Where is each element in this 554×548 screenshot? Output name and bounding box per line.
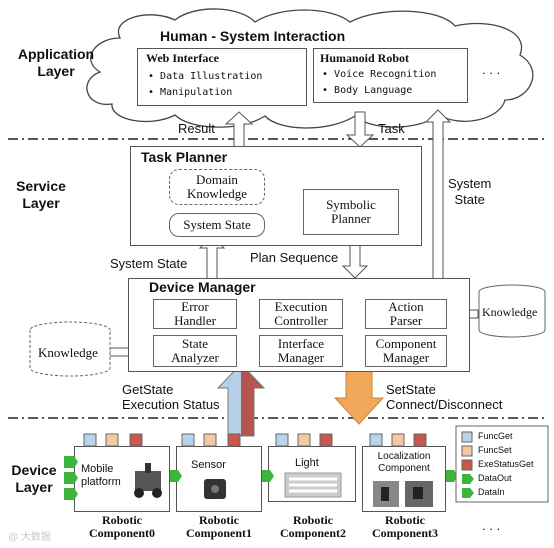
- web-interface-box: Web Interface • Data Illustration • Mani…: [137, 48, 307, 106]
- web-item-1: • Manipulation: [148, 87, 233, 98]
- legend-swatch-funcset: [461, 445, 473, 457]
- sensor-image: [204, 479, 226, 499]
- component3-ports: [369, 433, 458, 482]
- watermark: @ 大数据: [8, 532, 51, 543]
- legend-datain: DataIn: [478, 487, 505, 497]
- domain-knowledge-store: Domain Knowledge: [169, 169, 265, 205]
- components-more: . . .: [482, 518, 501, 533]
- component0-box: Mobile platform: [74, 446, 170, 512]
- getstate-label: GetState Execution Status: [122, 382, 220, 412]
- component2-inner-label: Light: [295, 457, 319, 469]
- component1-inner-label: Sensor: [191, 459, 226, 471]
- system-state-right-label: System State: [448, 176, 492, 207]
- device-layer-label: Device Layer: [11, 462, 57, 495]
- plan-sequence-label: Plan Sequence: [250, 250, 339, 265]
- state-analyzer-box: State Analyzer: [153, 335, 237, 367]
- task-planner-box: Task Planner Domain Knowledge System Sta…: [130, 146, 422, 246]
- cloud-more: . . .: [482, 62, 501, 77]
- cloud-title: Human - System Interaction: [160, 28, 346, 44]
- system-state-left-label: System State: [110, 256, 188, 271]
- knowledge-right-label: Knowledge: [482, 305, 538, 319]
- component0-ports: [64, 433, 182, 500]
- humanoid-robot-box: Humanoid Robot • Voice Recognition • Bod…: [313, 48, 468, 103]
- component3-inner-label: Localization Component: [377, 451, 431, 474]
- component3-box: Localization Component: [362, 446, 446, 512]
- action-parser-box: Action Parser: [365, 299, 447, 329]
- web-item-0: • Data Illustration: [148, 71, 263, 82]
- legend-dataout: DataOut: [478, 473, 512, 483]
- component1-ports: [181, 433, 274, 482]
- mobile-platform-image: [134, 463, 162, 498]
- legend-swatch-exestatusget: [461, 459, 473, 471]
- legend-swatch-dataout: [462, 474, 474, 484]
- system-state-up-arrow: [424, 109, 452, 283]
- application-layer-label: Application Layer: [17, 46, 95, 79]
- service-layer-label: Service Layer: [16, 178, 66, 211]
- interface-manager-box: Interface Manager: [259, 335, 343, 367]
- localization-image: [373, 481, 433, 507]
- robot-item-1: • Body Language: [322, 85, 413, 96]
- result-arrow: [224, 111, 254, 149]
- legend-swatch-funcget: [461, 431, 473, 443]
- component-manager-box: Component Manager: [365, 335, 447, 367]
- task-planner-title: Task Planner: [141, 149, 228, 165]
- legend-funcget: FuncGet: [478, 431, 513, 441]
- error-handler-box: Error Handler: [153, 299, 237, 329]
- device-manager-box: Device Manager Error Handler Execution C…: [128, 278, 470, 372]
- humanoid-robot-title: Humanoid Robot: [320, 51, 410, 65]
- task-arrow: [345, 111, 375, 148]
- knowledge-right-cylinder: [478, 284, 546, 338]
- symbolic-planner-box: Symbolic Planner: [303, 189, 399, 235]
- knowledge-left-cylinder: [29, 321, 111, 377]
- component1-box: Sensor: [176, 446, 262, 512]
- device-manager-title: Device Manager: [149, 279, 256, 295]
- knowledge-left-label: Knowledge: [38, 345, 98, 360]
- legend-swatch-datain: [462, 488, 474, 498]
- task-label: Task: [378, 121, 405, 136]
- light-image: [284, 472, 342, 498]
- component1-label: Robotic Component1: [185, 513, 252, 540]
- getstate-arrow: [216, 363, 266, 437]
- web-interface-title: Web Interface: [146, 51, 219, 65]
- robot-item-0: • Voice Recognition: [322, 69, 437, 80]
- component3-label: Robotic Component3: [371, 513, 438, 540]
- component0-label: Robotic Component0: [88, 513, 155, 540]
- setstate-label: SetState Connect/Disconnect: [386, 382, 503, 412]
- component2-ports: [275, 433, 333, 447]
- component0-inner-label: Mobile platform: [81, 463, 121, 488]
- component2-label: Robotic Component2: [279, 513, 346, 540]
- result-label: Result: [178, 121, 215, 136]
- execution-controller-box: Execution Controller: [259, 299, 343, 329]
- system-state-store: System State: [169, 213, 265, 237]
- legend-funcset: FuncSet: [478, 445, 512, 455]
- legend-exestatusget: ExeStatusGet: [478, 459, 534, 469]
- setstate-arrow: [333, 367, 385, 425]
